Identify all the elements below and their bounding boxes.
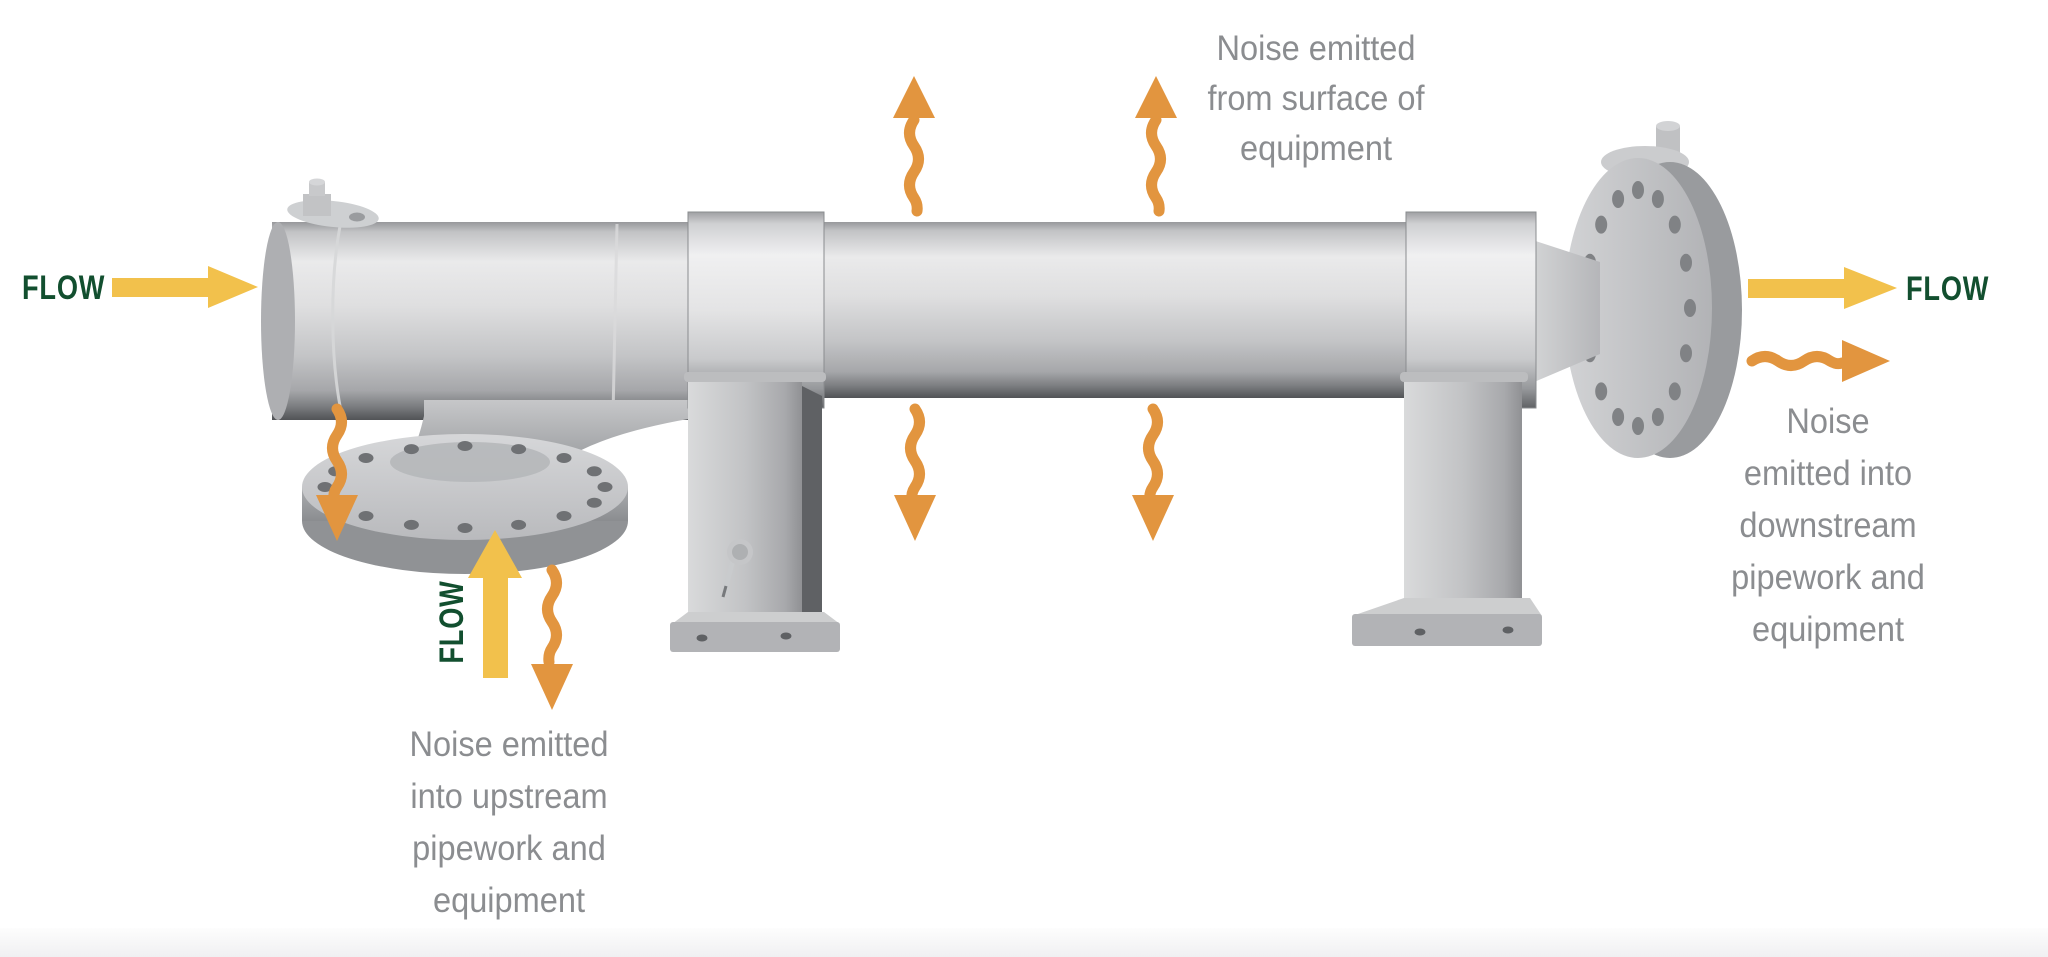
noise-arrow-down-mid-1 [894,403,936,541]
noise-arrow-down-mid-2 [1132,403,1174,541]
inlet-top-nozzle [287,178,379,228]
support-leg-left [670,372,840,652]
note-noise-downstream: Noise emitted into downstream pipework a… [1731,402,1925,649]
drain-nozzle [721,539,753,598]
inlet-end-cap [261,222,295,420]
noise-arrow-up-2 [1135,76,1177,217]
silencer-equipment [261,121,1742,652]
note-noise-surface: Noise emitted from surface of equipment [1207,29,1425,168]
inlet-flange [302,434,628,574]
flow-arrow-outlet [1748,267,1897,309]
flow-arrow-inlet [112,266,258,308]
noise-arrows [316,76,1890,710]
flow-label-bottom-inlet: FLOW [433,580,471,664]
cap-weld-seam [331,225,344,417]
support-leg-right [1352,372,1542,646]
inlet-barrel [272,222,712,420]
outlet-flange [1564,158,1742,458]
noise-arrow-down-upstream [531,564,573,710]
note-noise-upstream: Noise emitted into upstream pipework and… [409,725,609,920]
floor-strip [0,928,2048,957]
noise-arrow-right-downstream [1746,340,1890,382]
flow-label-inlet: FLOW [22,269,106,307]
outlet-reducer-cone [1520,236,1600,388]
flow-label-outlet: FLOW [1906,270,1990,308]
noise-arrow-up-1 [893,76,935,217]
noise-arrow-down-left [316,403,358,541]
barrel-weld-seam [611,223,619,417]
flow-arrow-bottom-inlet [468,530,522,678]
